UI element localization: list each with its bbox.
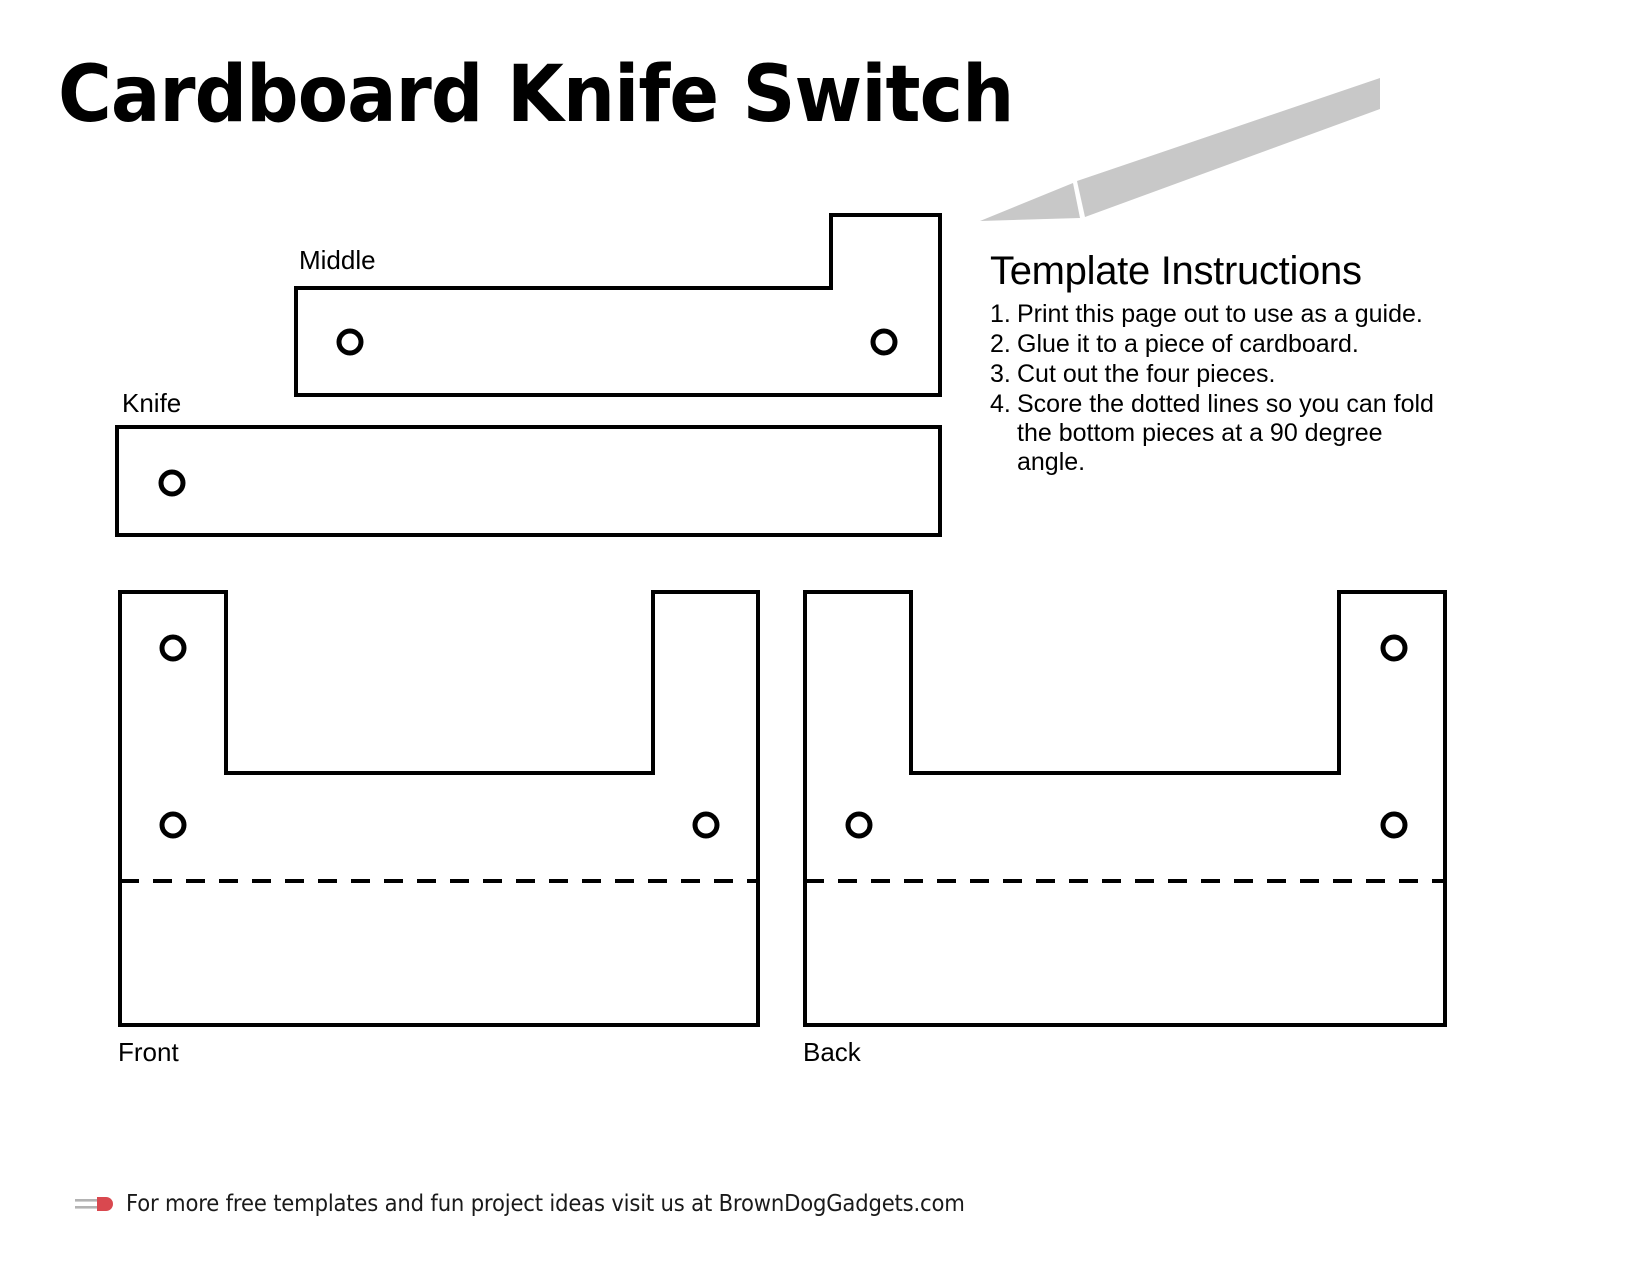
page-title: Cardboard Knife Switch bbox=[58, 50, 1014, 140]
piece-label-knife: Knife bbox=[122, 388, 182, 418]
step-number: 1. bbox=[990, 300, 1011, 328]
hole bbox=[692, 811, 720, 839]
piece-label-middle: Middle bbox=[299, 245, 376, 275]
instructions-list: 1. Print this page out to use as a guide… bbox=[990, 300, 1590, 477]
instructions-heading: Template Instructions bbox=[990, 249, 1362, 293]
hole bbox=[159, 811, 187, 839]
instruction-step: 3. Cut out the four pieces. bbox=[990, 360, 1590, 389]
instructions-panel: Template Instructions 1. Print this page… bbox=[990, 248, 1590, 478]
instruction-step: 4. Score the dotted lines so you can fol… bbox=[990, 390, 1590, 477]
step-text: Glue it to a piece of cardboard. bbox=[1017, 330, 1359, 358]
hole bbox=[159, 634, 187, 662]
led-icon bbox=[75, 1197, 113, 1211]
piece-back bbox=[803, 590, 1447, 1027]
hole bbox=[1380, 634, 1408, 662]
step-text: Score the dotted lines so you can fold t… bbox=[1017, 390, 1434, 476]
piece-label-front: Front bbox=[118, 1037, 179, 1067]
step-number: 4. bbox=[990, 390, 1011, 418]
instruction-step: 2. Glue it to a piece of cardboard. bbox=[990, 330, 1590, 359]
step-number: 3. bbox=[990, 360, 1011, 388]
piece-front bbox=[118, 590, 760, 1027]
piece-middle bbox=[294, 213, 942, 397]
step-number: 2. bbox=[990, 330, 1011, 358]
piece-label-back: Back bbox=[803, 1037, 861, 1067]
footer-text: For more free templates and fun project … bbox=[126, 1190, 965, 1217]
step-text: Print this page out to use as a guide. bbox=[1017, 300, 1423, 328]
step-text: Cut out the four pieces. bbox=[1017, 360, 1276, 388]
hole bbox=[158, 469, 186, 497]
footer: For more free templates and fun project … bbox=[75, 1192, 1038, 1216]
hole bbox=[870, 328, 898, 356]
piece-knife bbox=[115, 425, 942, 537]
instruction-step: 1. Print this page out to use as a guide… bbox=[990, 300, 1590, 329]
hole bbox=[845, 811, 873, 839]
hole bbox=[336, 328, 364, 356]
hole bbox=[1380, 811, 1408, 839]
